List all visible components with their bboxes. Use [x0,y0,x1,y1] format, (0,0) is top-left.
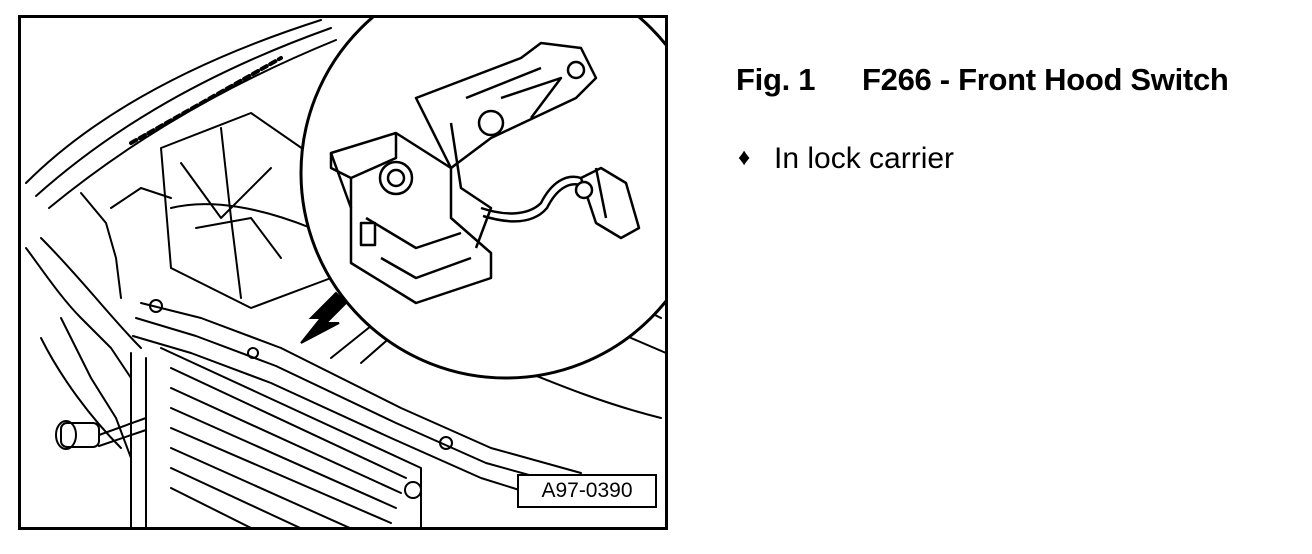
figure-caption: Fig. 1 F266 - Front Hood Switch [736,62,1229,98]
note-text: In lock carrier [774,142,955,175]
lock-carrier-drawing [25,18,665,527]
figure-number: Fig. 1 [736,62,816,97]
location-arrow [300,291,348,344]
figure-title: F266 - Front Hood Switch [862,62,1229,97]
figure-illustration: A97-0390 [18,15,668,530]
detail-magnifier [299,18,665,380]
note-item: ♦ In lock carrier [738,142,954,176]
reference-code-label: A97-0390 [517,474,657,508]
diamond-bullet-icon: ♦ [738,144,751,171]
